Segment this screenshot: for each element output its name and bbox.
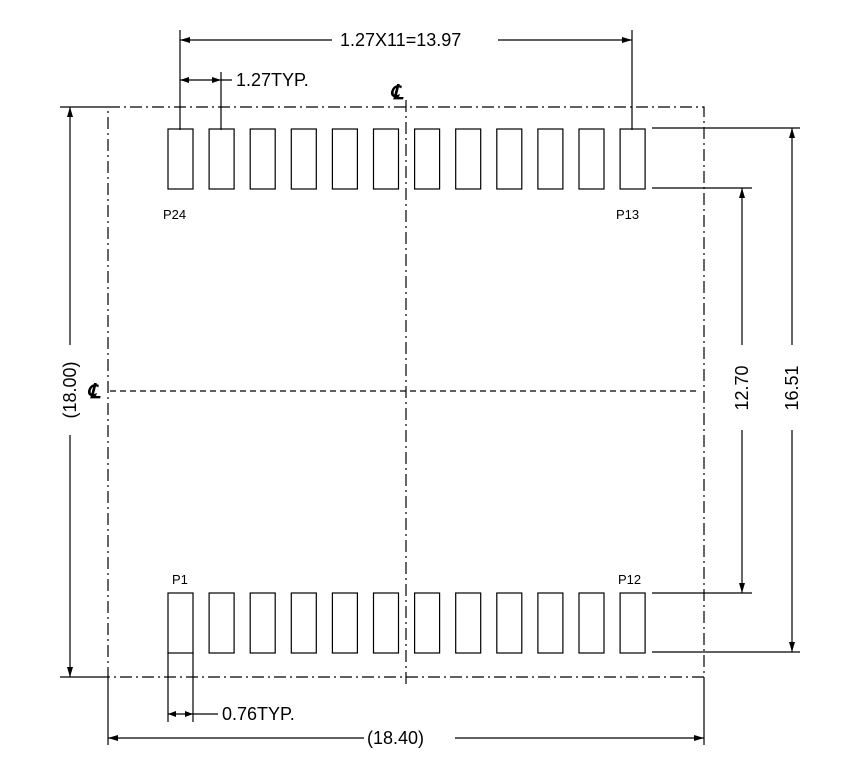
dimension-inner-vertical-label: 12.70 — [732, 365, 752, 410]
dimension-pitch: 1.27TYP. — [180, 70, 309, 130]
bottom-pad-5 — [331, 592, 358, 654]
dimension-overall-width-label: (18.40) — [367, 728, 424, 748]
dimension-top-span: 1.27X11=13.97 — [179, 30, 633, 130]
bottom-pad-4 — [290, 592, 317, 654]
bottom-pad-6 — [372, 592, 400, 654]
pin-label-p24: P24 — [163, 207, 186, 222]
top-pad-row — [167, 128, 646, 190]
top-pad-6 — [372, 128, 400, 190]
top-pad-2 — [208, 128, 235, 190]
bottom-pad-12 — [619, 592, 646, 654]
top-pad-10 — [537, 128, 564, 190]
dimension-pitch-label: 1.27TYP. — [236, 70, 309, 90]
bottom-pad-row — [167, 592, 646, 654]
bottom-pad-10 — [537, 592, 564, 654]
bottom-pad-11 — [578, 592, 605, 654]
top-pad-5 — [331, 128, 358, 190]
top-pad-11 — [578, 128, 605, 190]
dimension-pad-width: 0.76TYP. — [167, 652, 295, 724]
dimension-outer-vertical: 16.51 — [652, 127, 802, 653]
bottom-pad-9 — [496, 592, 523, 654]
dimension-overall-height-label: (18.00) — [60, 361, 80, 418]
pin-label-p12: P12 — [618, 572, 641, 587]
bottom-pad-3 — [249, 592, 276, 654]
pin-label-p1: P1 — [172, 572, 188, 587]
top-pad-8 — [455, 128, 482, 190]
dimension-pad-width-label: 0.76TYP. — [222, 704, 295, 724]
bottom-pad-1 — [167, 592, 194, 654]
dimension-top-span-label: 1.27X11=13.97 — [340, 30, 461, 50]
top-pad-12 — [619, 128, 646, 190]
top-pad-7 — [414, 128, 441, 190]
vertical-centerline-symbol: ℄ — [390, 82, 404, 104]
top-pad-9 — [496, 128, 523, 190]
bottom-pad-7 — [414, 592, 441, 654]
bottom-pad-8 — [455, 592, 482, 654]
top-pad-3 — [249, 128, 276, 190]
dimension-outer-vertical-label: 16.51 — [782, 365, 802, 410]
dimension-overall-width: (18.40) — [107, 677, 705, 748]
dimension-inner-vertical: 12.70 — [652, 187, 752, 594]
horizontal-centerline-symbol: ℄ — [87, 381, 101, 403]
bottom-pad-2 — [208, 592, 235, 654]
dimension-overall-height: (18.00) — [60, 106, 108, 678]
pin-label-p13: P13 — [616, 207, 639, 222]
top-pad-4 — [290, 128, 317, 190]
top-pad-1 — [167, 128, 194, 190]
